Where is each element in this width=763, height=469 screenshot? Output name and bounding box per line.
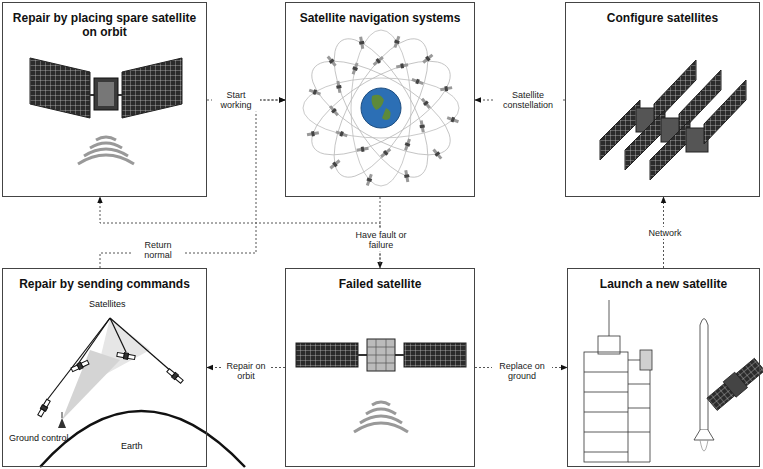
satellite-icon <box>356 146 369 153</box>
orbit-ellipse <box>351 30 411 186</box>
satellite-icon <box>392 35 401 48</box>
edge-label: Return normal <box>133 239 183 262</box>
satellite-icon <box>403 170 410 183</box>
orbit-ellipse <box>303 78 459 138</box>
satellite-icon <box>446 115 459 124</box>
dashed-connector <box>100 197 380 268</box>
satellite-icon <box>328 105 340 117</box>
satellite-icon <box>379 147 391 159</box>
satellite-icon <box>335 81 342 94</box>
box-title: Satellite navigation systems <box>286 3 474 25</box>
satellite-icon <box>432 148 444 160</box>
constellation-satellites <box>600 60 746 180</box>
satellite-icon <box>365 173 374 186</box>
orbit-diagram <box>298 25 463 190</box>
satellite-icon <box>358 36 365 49</box>
satellite-icon <box>326 55 338 67</box>
orbit-ellipse <box>316 25 446 190</box>
edge-label: Network <box>646 227 683 239</box>
satellite-icon <box>411 77 424 86</box>
process-box: Repair by placing spare satellite on orb… <box>2 2 207 197</box>
box-title: Repair by placing spare satellite on orb… <box>3 3 206 40</box>
process-box: Satellite navigation systems <box>285 2 475 197</box>
illustration-label: Satellites <box>89 299 126 309</box>
edge-label: Satellite constellation <box>495 89 561 112</box>
process-box: Failed satellite <box>285 268 475 467</box>
edge-label: Have fault or failure <box>348 229 414 252</box>
failed-satellite <box>296 339 466 432</box>
satellite-icon <box>308 88 321 97</box>
satellite-icon <box>403 138 412 151</box>
satellite-icon <box>419 120 426 133</box>
orbit-ellipse <box>298 43 463 173</box>
satellite-icon <box>420 97 432 109</box>
satellite-icon <box>307 130 320 137</box>
box-title: Configure satellites <box>566 3 759 25</box>
process-box: Repair by sending commandsSatellitesGrou… <box>2 268 207 467</box>
illustration-label: Ground control <box>9 433 69 443</box>
satellite-icon <box>372 55 384 67</box>
edge-label: Repair on orbit <box>221 360 271 383</box>
satellite-icon <box>351 62 360 75</box>
satellite-icon <box>396 62 409 69</box>
box-title: Repair by sending commands <box>3 269 206 291</box>
illustration-label: Earth <box>121 441 143 451</box>
dashed-connector <box>100 100 285 268</box>
edge-label: Start working <box>212 89 260 112</box>
process-box: Launch a new satellite <box>567 268 760 467</box>
edge-label: Replace on ground <box>492 360 552 383</box>
spare-satellite <box>30 58 182 164</box>
box-title: Launch a new satellite <box>568 269 759 291</box>
satellite-icon <box>329 159 341 171</box>
box-title: Failed satellite <box>286 269 474 291</box>
satellite-icon <box>335 129 348 138</box>
satellite-icon <box>440 85 453 92</box>
orbit-ellipse <box>298 43 463 173</box>
satellite-icon <box>422 53 434 65</box>
launch-scene <box>584 300 763 462</box>
command-scene <box>37 318 245 467</box>
orbit-ellipse <box>316 25 446 190</box>
process-box: Configure satellites <box>565 2 760 197</box>
